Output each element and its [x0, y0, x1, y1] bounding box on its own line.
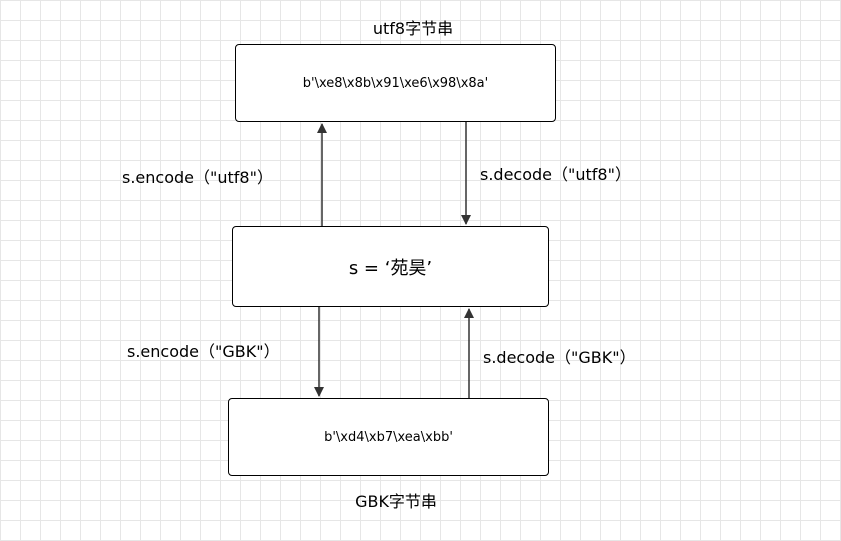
utf8-bytes-value: b'\xe8\x8b\x91\xe6\x98\x8a' [302, 75, 489, 91]
encode-gbk-label: s.encode（"GBK"） [127, 342, 280, 361]
utf8-bytes-box: b'\xe8\x8b\x91\xe6\x98\x8a' [235, 44, 556, 122]
gbk-bytes-box: b'\xd4\xb7\xea\xbb' [228, 398, 549, 476]
gbk-bytes-value: b'\xd4\xb7\xea\xbb' [324, 429, 453, 445]
encode-utf8-label: s.encode（"utf8"） [122, 168, 273, 187]
decode-utf8-label: s.decode（"utf8"） [480, 165, 631, 184]
utf8-bytes-caption: utf8字节串 [372, 19, 454, 38]
string-value: s = ‘苑昊’ [348, 257, 433, 279]
decode-gbk-label: s.decode（"GBK"） [483, 348, 636, 367]
string-box: s = ‘苑昊’ [232, 226, 549, 307]
gbk-bytes-caption: GBK字节串 [355, 492, 437, 511]
